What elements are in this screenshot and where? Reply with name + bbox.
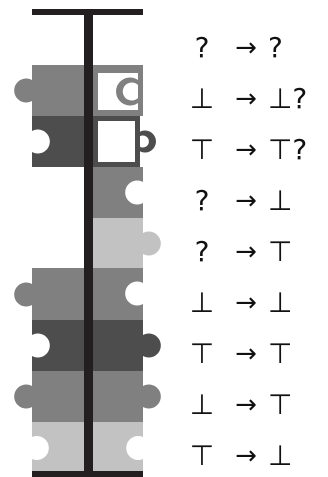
right-piece-5 xyxy=(93,268,143,320)
right-piece-1-hook xyxy=(116,78,138,106)
left-piece-5 xyxy=(14,371,84,422)
rule-to: ⊥? xyxy=(268,85,326,113)
rule-from: ? xyxy=(180,34,224,62)
rule-from: ? xyxy=(180,238,224,266)
rule-to: ⊤ xyxy=(268,238,326,266)
right-piece-2-loop xyxy=(138,131,156,153)
arrow-icon: → xyxy=(224,239,268,265)
right-piece-2 xyxy=(96,119,138,165)
rule-to: ⊥ xyxy=(268,442,326,470)
rule-from: ⊤ xyxy=(180,136,224,164)
rule-row: ⊤ → ⊥ xyxy=(180,436,326,476)
right-piece-8 xyxy=(93,422,143,474)
left-piece-4 xyxy=(32,320,84,371)
arrow-icon: → xyxy=(224,137,268,163)
rule-from: ⊥ xyxy=(180,391,224,419)
frame-center-pole xyxy=(84,9,93,477)
rule-from: ⊤ xyxy=(180,442,224,470)
arrow-icon: → xyxy=(224,86,268,112)
arrow-icon: → xyxy=(224,341,268,367)
right-piece-6 xyxy=(93,320,161,371)
left-piece-6 xyxy=(32,422,84,474)
rule-row: ⊥ → ⊥? xyxy=(180,79,326,119)
right-piece-7 xyxy=(93,371,161,422)
right-piece-4 xyxy=(93,218,161,268)
arrow-icon: → xyxy=(224,35,268,61)
rule-row: ? → ? xyxy=(180,28,326,68)
rule-from: ? xyxy=(180,187,224,215)
left-piece-2 xyxy=(32,116,84,167)
right-piece-3 xyxy=(93,167,143,218)
rule-to: ⊤? xyxy=(268,136,326,164)
rule-to: ⊥ xyxy=(268,289,326,317)
left-piece-3 xyxy=(14,268,84,320)
rule-to: ⊥ xyxy=(268,187,326,215)
rule-to: ⊤ xyxy=(268,340,326,368)
arrow-icon: → xyxy=(224,443,268,469)
rule-row: ? → ⊤ xyxy=(180,232,326,272)
rule-row: ? → ⊥ xyxy=(180,181,326,221)
rule-to: ⊤ xyxy=(268,391,326,419)
arrow-icon: → xyxy=(224,290,268,316)
rule-from: ⊤ xyxy=(180,340,224,368)
rule-from: ⊥ xyxy=(180,289,224,317)
rule-row: ⊤ → ⊤? xyxy=(180,130,326,170)
puzzle-column-diagram xyxy=(0,0,180,477)
rule-row: ⊥ → ⊥ xyxy=(180,283,326,323)
rule-to: ? xyxy=(268,34,326,62)
arrow-icon: → xyxy=(224,188,268,214)
rule-from: ⊥ xyxy=(180,85,224,113)
rule-row: ⊤ → ⊤ xyxy=(180,334,326,374)
arrow-icon: → xyxy=(224,392,268,418)
left-piece-1 xyxy=(14,65,84,116)
rule-row: ⊥ → ⊤ xyxy=(180,385,326,425)
